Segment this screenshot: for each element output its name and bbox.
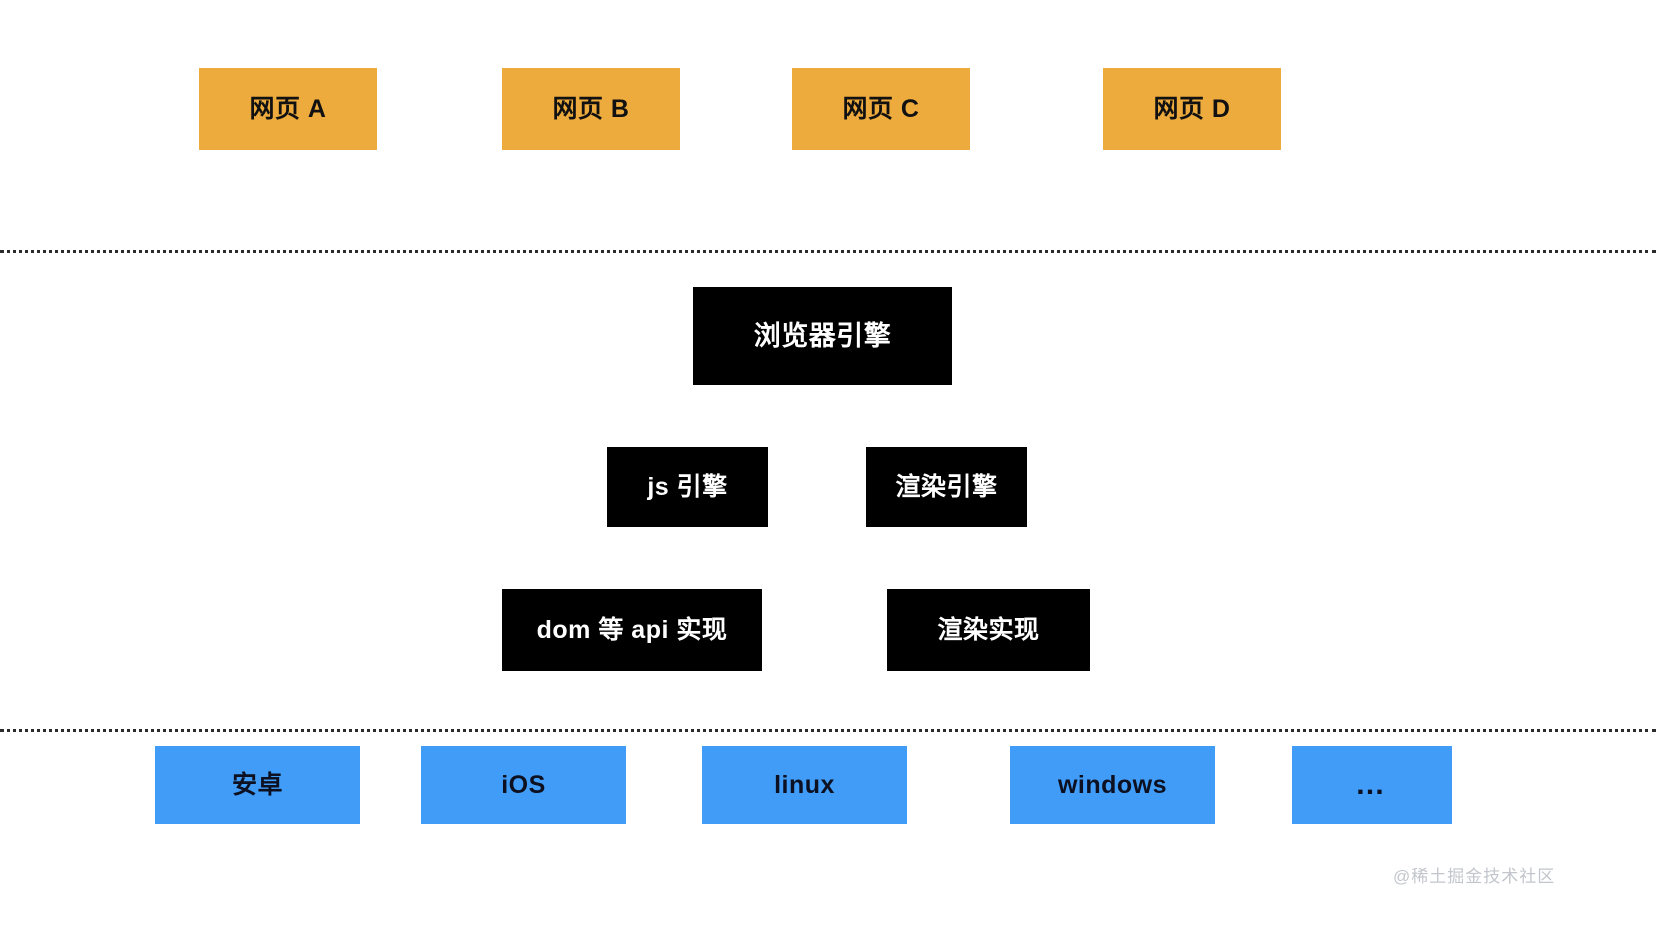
page-box-网页-c[interactable]: 网页 C — [792, 68, 970, 150]
watermark: @稀土掘金技术社区 — [1393, 867, 1556, 886]
page-box-网页-b[interactable]: 网页 B — [502, 68, 680, 150]
engine-box-js-引擎[interactable]: js 引擎 — [607, 447, 768, 527]
engine-box-浏览器引擎[interactable]: 浏览器引擎 — [693, 287, 952, 385]
os-box-linux[interactable]: linux — [702, 746, 907, 824]
engine-box-渲染实现[interactable]: 渲染实现 — [887, 589, 1090, 671]
page-box-网页-a[interactable]: 网页 A — [199, 68, 377, 150]
engine-box-渲染引擎[interactable]: 渲染引擎 — [866, 447, 1027, 527]
divider-engine-os — [0, 729, 1656, 732]
os-box-安卓[interactable]: 安卓 — [155, 746, 360, 824]
divider-pages-engine — [0, 250, 1656, 253]
page-box-网页-d[interactable]: 网页 D — [1103, 68, 1281, 150]
engine-box-dom-等-api-实现[interactable]: dom 等 api 实现 — [502, 589, 762, 671]
os-box-more[interactable]: … — [1292, 746, 1452, 824]
os-box-ios[interactable]: iOS — [421, 746, 626, 824]
os-box-windows[interactable]: windows — [1010, 746, 1215, 824]
